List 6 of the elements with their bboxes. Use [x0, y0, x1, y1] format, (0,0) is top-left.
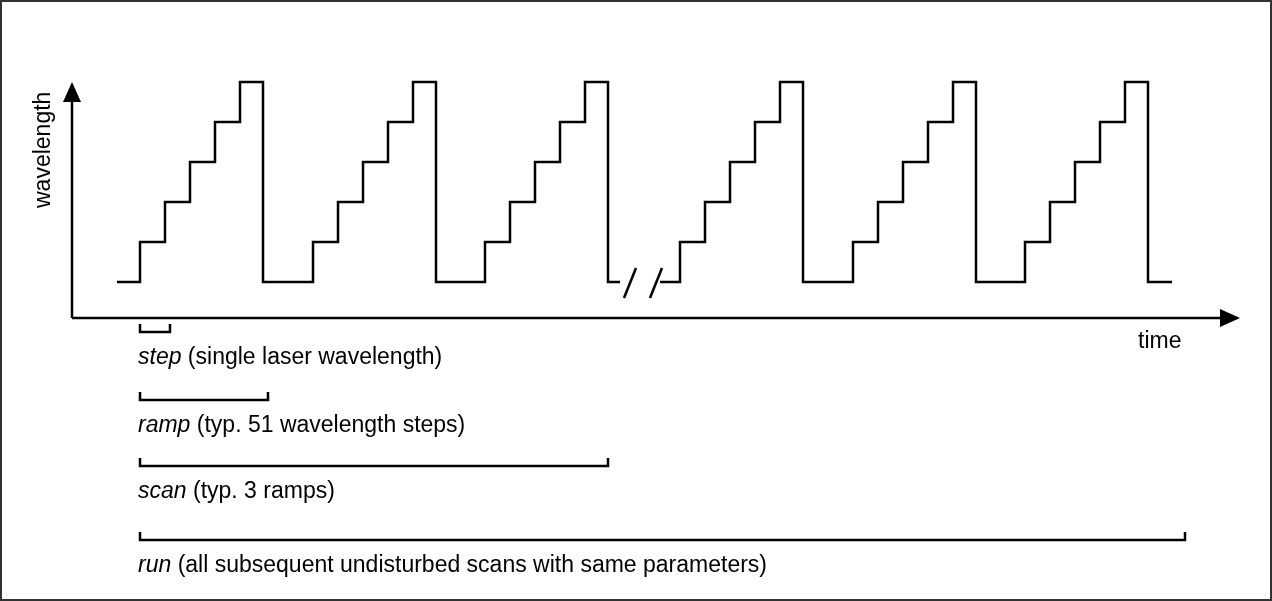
bracket-label: scan (typ. 3 ramps): [138, 478, 335, 504]
bracket-label: run (all subsequent undisturbed scans with same parameters): [138, 552, 767, 578]
bracket-label: step (single laser wavelength): [138, 344, 443, 370]
bracket-label: ramp (typ. 51 wavelength steps): [138, 412, 466, 438]
axis-label: time: [1138, 328, 1182, 354]
axis-label: wavelength: [30, 91, 56, 208]
